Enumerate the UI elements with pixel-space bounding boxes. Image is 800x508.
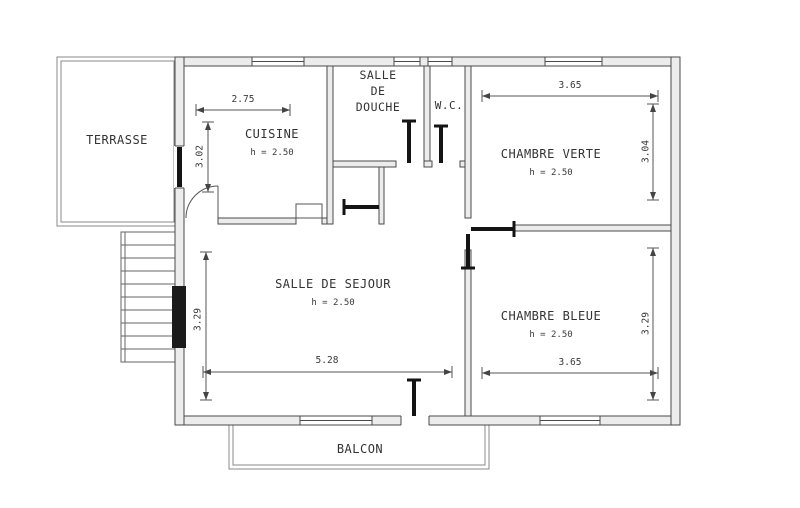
dim-text-bleue-depth: 3.29: [640, 312, 652, 335]
wall-sejour-bleue: [464, 249, 472, 417]
ceiling-height-chambre-bleue: h = 2.50: [529, 330, 573, 340]
window-symbol-douche: [393, 56, 421, 67]
wall-cuisine-bottom-end: [321, 217, 328, 225]
dim-text-verte-width: 3.65: [558, 80, 582, 91]
dim-text-sejour-width: 5.28: [315, 355, 339, 366]
duct-jog: [295, 203, 323, 219]
window-symbol-chambre-verte: [544, 56, 603, 67]
wall-cuisine-douche: [326, 65, 334, 225]
dim-text-sejour-depth: 3.29: [192, 308, 204, 331]
ceiling-height-chambre-verte: h = 2.50: [529, 168, 573, 178]
wall-douche-wc: [423, 65, 431, 162]
balcon-outline: [228, 424, 490, 470]
dim-text-cuisine-depth: 3.02: [194, 145, 206, 168]
dim-text-cuisine-width: 2.75: [231, 94, 255, 105]
dim-line-cuisine-width: [195, 104, 291, 116]
dim-line-bleue-depth: [647, 247, 659, 401]
wall-wc-bottom: [459, 160, 466, 168]
room-label-douche-line1: SALLE: [359, 68, 397, 82]
dim-line-sejour-depth: [200, 251, 212, 401]
douche-door: [402, 119, 416, 163]
dim-line-verte-depth: [647, 103, 659, 201]
cuisine-door: [185, 185, 219, 219]
balcon-door-gap: [401, 415, 429, 426]
dim-text-bleue-width: 3.65: [558, 357, 582, 368]
room-label-cuisine: CUISINE: [244, 127, 300, 141]
window-symbol-wc: [427, 56, 453, 67]
room-label-wc: W.C.: [434, 99, 464, 112]
room-label-sejour: SALLE DE SEJOUR: [275, 277, 391, 291]
staircase: [120, 231, 179, 363]
wall-verte-bleue: [514, 224, 672, 232]
outer-wall-right: [670, 56, 681, 426]
window-symbol-sejour: [299, 415, 373, 426]
room-label-chambre-verte: CHAMBRE VERTE: [500, 147, 602, 161]
dim-line-cuisine-depth: [202, 121, 214, 193]
doors: [177, 119, 516, 416]
room-label-balcon: BALCON: [336, 442, 384, 456]
windows: [251, 56, 603, 426]
dim-line-sejour-width: [202, 366, 453, 378]
wall-cuisine-bottom: [217, 217, 297, 225]
window-symbol-cuisine: [251, 56, 305, 67]
wall-douche-bottom: [332, 160, 397, 168]
wall-hall-stub: [378, 166, 385, 225]
chambre-bleue-door: [461, 234, 475, 270]
room-label-douche-line3: DOUCHE: [355, 100, 401, 114]
balcon-door: [407, 378, 421, 416]
wall-hall-verte: [464, 65, 472, 219]
dimension-lines: [195, 90, 659, 401]
room-label-douche-line2: DE: [370, 84, 386, 98]
ceiling-height-cuisine: h = 2.50: [250, 148, 294, 158]
dim-line-bleue-width: [481, 367, 659, 379]
room-label-terrasse: TERRASSE: [86, 133, 148, 147]
outer-wall-left: [174, 56, 185, 426]
wall-between-doors: [423, 160, 433, 168]
hall-door: [342, 199, 379, 215]
dim-text-verte-depth: 3.04: [640, 140, 652, 163]
room-label-chambre-bleue: CHAMBRE BLEUE: [500, 309, 602, 323]
chambre-verte-door: [471, 221, 516, 237]
dim-line-verte-width: [481, 90, 659, 102]
wc-door: [434, 124, 448, 163]
walls: [174, 56, 681, 426]
window-symbol-chambre-bleue: [539, 415, 601, 426]
room-label-douche: SALLE DE DOUCHE: [343, 67, 413, 115]
chimney-block: [172, 286, 186, 348]
ceiling-height-sejour: h = 2.50: [311, 298, 355, 308]
